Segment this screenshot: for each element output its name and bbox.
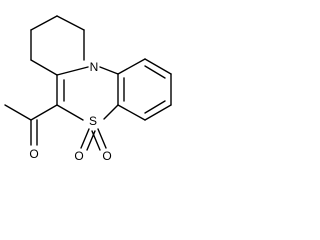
bond <box>103 104 119 120</box>
bond <box>97 128 107 149</box>
bond <box>144 100 166 114</box>
bond <box>144 58 172 75</box>
sulfonyl-oxygen-right-label: O <box>102 149 111 163</box>
bond <box>56 104 84 121</box>
sulfur-atom-label: S <box>89 114 97 128</box>
bond <box>30 15 58 31</box>
bond <box>144 65 166 79</box>
nitrogen-atom-label: N <box>90 60 99 74</box>
carbonyl-oxygen-label: O <box>29 147 38 161</box>
bond-lines <box>4 15 172 151</box>
bond <box>56 66 89 76</box>
bond <box>144 104 172 121</box>
sulfonyl-oxygen-left-label: O <box>74 149 83 163</box>
bond <box>80 128 90 149</box>
molecule-drawing: N S O O O <box>4 15 172 163</box>
bond <box>117 58 146 75</box>
atom-labels: N S O O O <box>29 60 111 163</box>
bond <box>30 59 58 76</box>
bond <box>91 130 101 151</box>
bond <box>30 104 58 121</box>
bond <box>117 104 146 121</box>
bond <box>99 66 119 75</box>
chemical-structure-figure: N S O O O <box>4 15 172 163</box>
bond <box>56 15 85 31</box>
bond <box>4 104 32 121</box>
